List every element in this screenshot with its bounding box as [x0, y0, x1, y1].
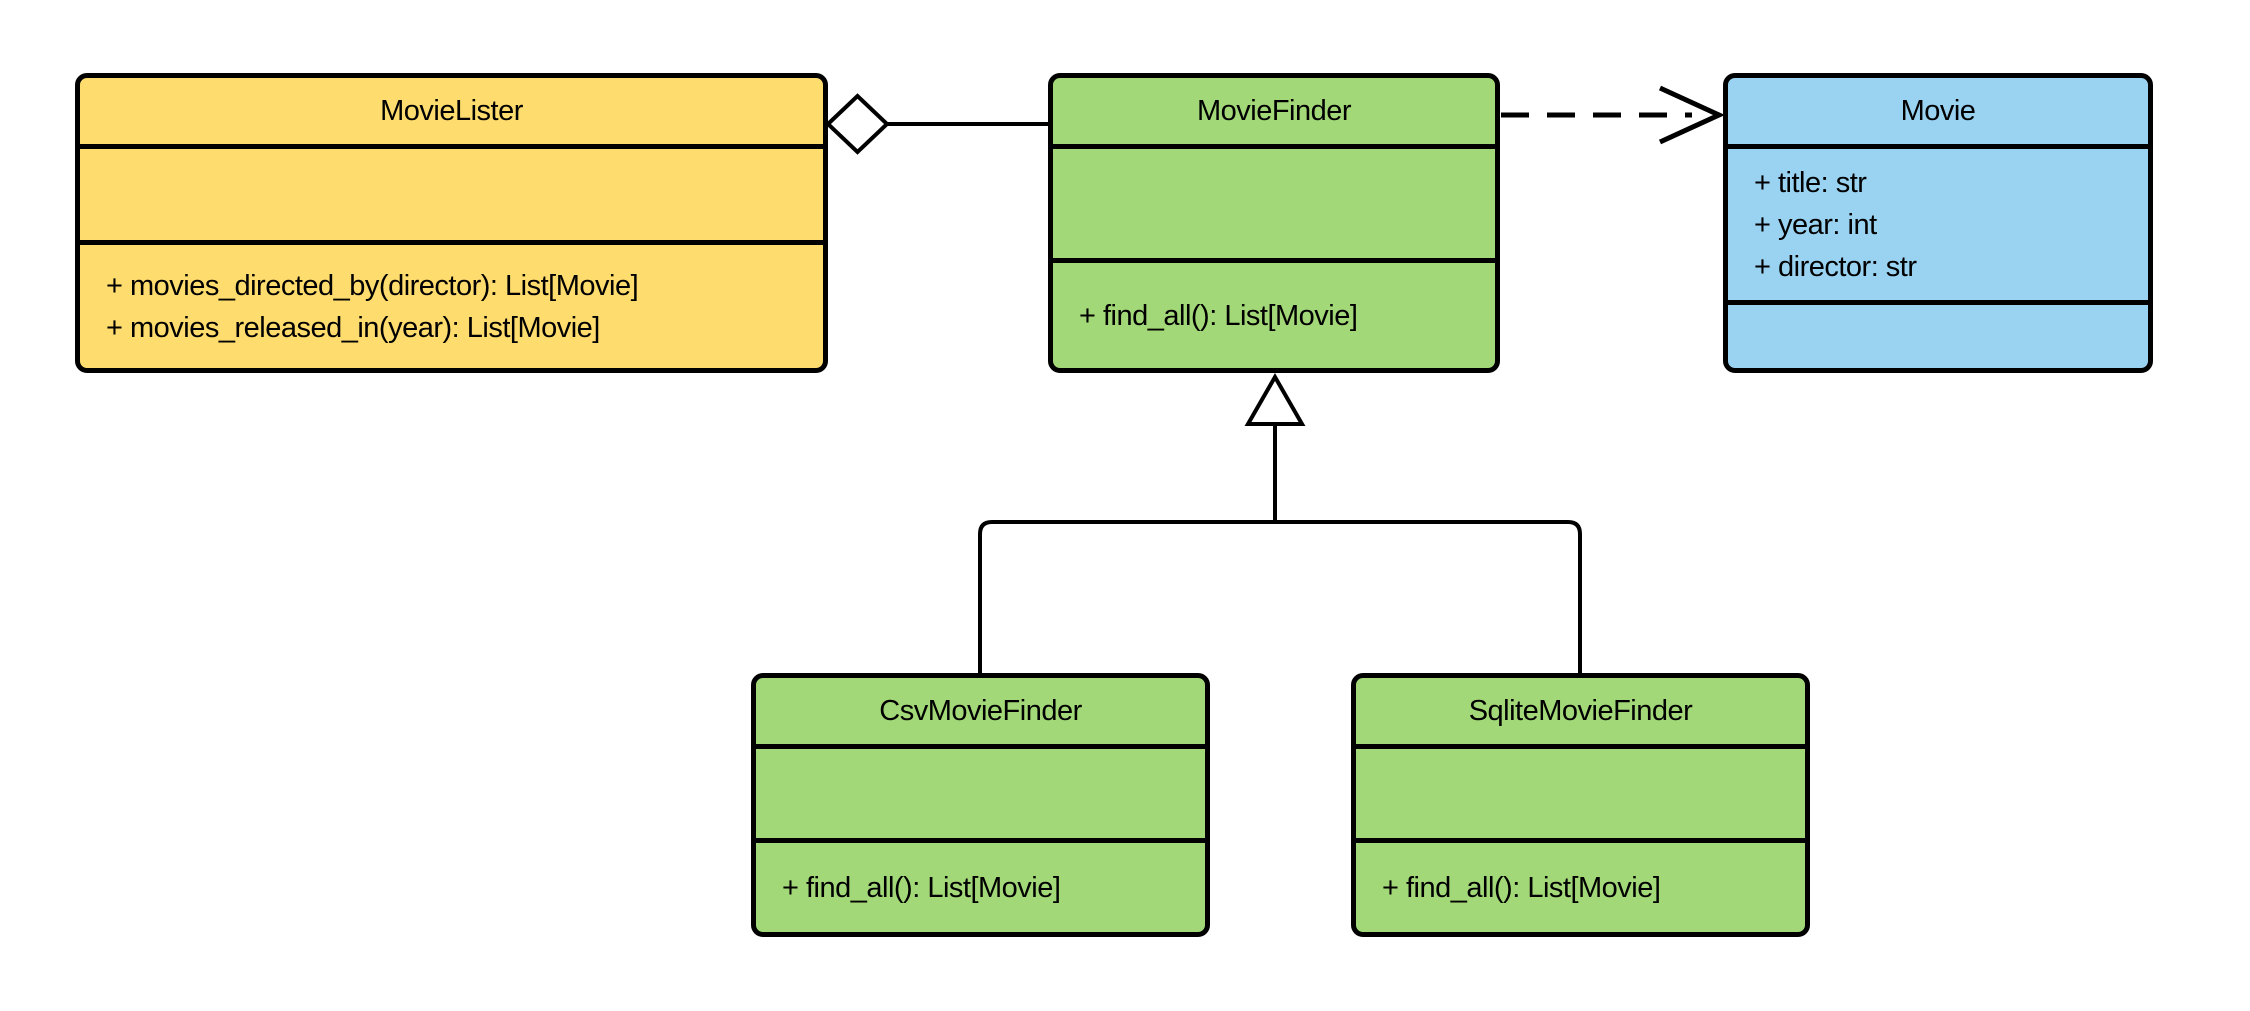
aggregation-connector	[825, 93, 1048, 155]
method-label: + find_all(): List[Movie]	[1079, 299, 1358, 332]
class-title-csvmoviefinder: CsvMovieFinder	[879, 694, 1082, 727]
class-attributes-movielister	[80, 144, 823, 240]
dependency-connector	[1501, 85, 1726, 145]
class-attributes-moviefinder	[1053, 144, 1495, 258]
inheritance-branch-line	[978, 520, 1582, 675]
inheritance-connector	[978, 372, 1582, 675]
class-title-moviefinder: MovieFinder	[1196, 94, 1352, 127]
class-methods-sqlitemoviefinder: + find_all(): List[Movie]	[1356, 838, 1805, 932]
attribute-label: + title: str	[1754, 166, 1867, 199]
class-attributes-sqlitemoviefinder	[1356, 744, 1805, 838]
aggregation-diamond-icon	[825, 93, 890, 155]
class-attributes-csvmoviefinder	[756, 744, 1205, 838]
method-label: + find_all(): List[Movie]	[782, 871, 1061, 904]
attribute-label: + director: str	[1754, 250, 1917, 283]
attribute-label: + year: int	[1754, 208, 1877, 241]
method-label: + movies_directed_by(director): List[Mov…	[106, 269, 639, 302]
class-box-movie: Movie + title: str + year: int + directo…	[1723, 73, 2153, 373]
class-box-moviefinder: MovieFinder + find_all(): List[Movie]	[1048, 73, 1500, 373]
class-methods-moviefinder: + find_all(): List[Movie]	[1053, 258, 1495, 368]
method-label: + movies_released_in(year): List[Movie]	[106, 311, 600, 344]
class-title-sqlitemoviefinder: SqliteMovieFinder	[1468, 694, 1693, 727]
dependency-open-arrow-icon	[1658, 85, 1726, 145]
class-methods-movielister: + movies_directed_by(director): List[Mov…	[80, 240, 823, 368]
class-box-csvmoviefinder: CsvMovieFinder + find_all(): List[Movie]	[751, 673, 1210, 937]
class-box-sqlitemoviefinder: SqliteMovieFinder + find_all(): List[Mov…	[1351, 673, 1810, 937]
class-box-movielister: MovieLister + movies_directed_by(directo…	[75, 73, 828, 373]
inheritance-triangle-icon	[1244, 372, 1306, 426]
class-title-movie: Movie	[1900, 94, 1976, 127]
class-methods-csvmoviefinder: + find_all(): List[Movie]	[756, 838, 1205, 932]
class-attributes-movie: + title: str + year: int + director: str	[1728, 144, 2148, 300]
class-methods-movie	[1728, 300, 2148, 368]
method-label: + find_all(): List[Movie]	[1382, 871, 1661, 904]
class-title-movielister: MovieLister	[380, 94, 523, 127]
